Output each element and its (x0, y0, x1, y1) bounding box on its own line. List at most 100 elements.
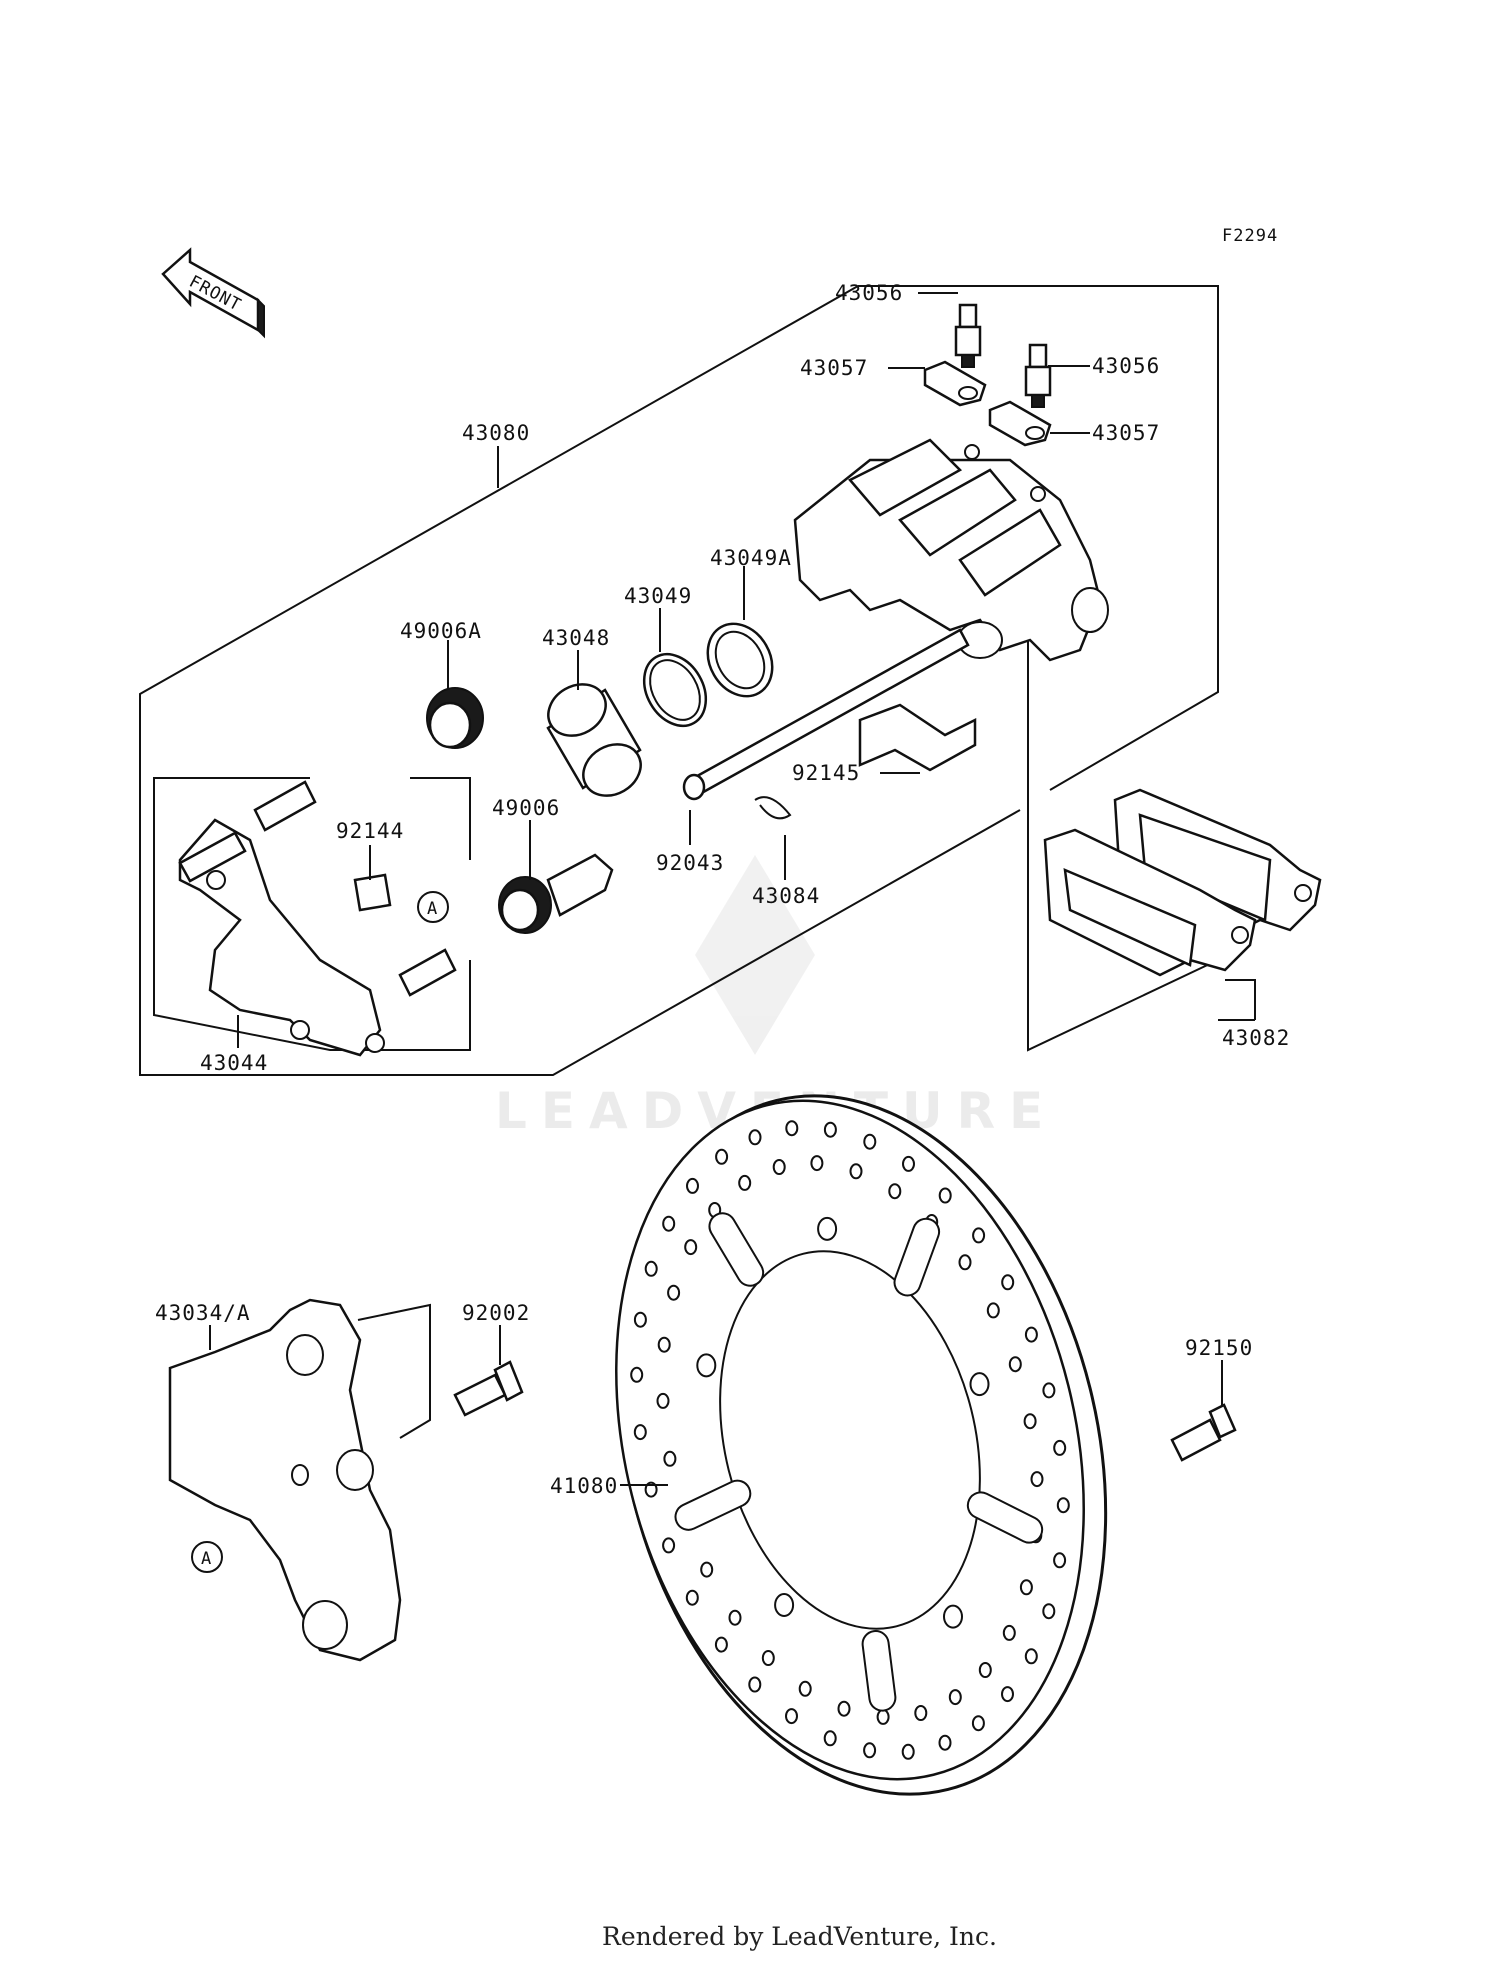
bleeder-cap-right (988, 400, 1052, 447)
disc-hole (715, 1148, 729, 1165)
disc-hole (785, 1708, 798, 1725)
disc-hole (938, 1734, 952, 1751)
brake-pads (1043, 788, 1322, 977)
disc-slot (708, 1212, 765, 1287)
callout-a-upper: A (417, 891, 449, 923)
disc-hole (748, 1129, 762, 1146)
label-41080: 41080 (550, 1474, 618, 1498)
disc-hole (948, 1689, 962, 1706)
mounting-bracket-boundary (357, 1303, 431, 1439)
disc-hole (1023, 1413, 1037, 1430)
disc-hole (1002, 1624, 1016, 1641)
disc-hole (657, 1336, 671, 1353)
disc-hole (914, 1705, 928, 1721)
label-43034-A: 43034/A (155, 1301, 251, 1325)
disc-hole (1024, 1326, 1038, 1343)
disc-hole (662, 1537, 676, 1554)
mounting-bracket (168, 1298, 402, 1662)
disc-hole (978, 1662, 992, 1678)
label-43082: 43082 (1222, 1026, 1290, 1050)
footer-credit: Rendered by LeadVenture, Inc. (602, 1922, 997, 1951)
label-43056-right: 43056 (1092, 354, 1160, 378)
label-43048: 43048 (542, 626, 610, 650)
disc-slots (674, 1212, 1044, 1712)
disc-hole (810, 1155, 824, 1172)
assembly-boundary-main (139, 285, 1021, 1076)
disc-hole (901, 1743, 915, 1760)
disc-hole (728, 1609, 742, 1626)
disc-hole (748, 1676, 762, 1693)
disc-hole (685, 1589, 699, 1606)
label-92144: 92144 (336, 819, 404, 843)
assembly-boundary-top (858, 285, 1219, 791)
label-43057-right: 43057 (1092, 421, 1160, 445)
watermark-logo-icon (695, 855, 815, 1055)
label-92150: 92150 (1185, 1336, 1253, 1360)
label-92002: 92002 (462, 1301, 530, 1325)
disc-hole (633, 1424, 647, 1441)
disc-hole (684, 1239, 698, 1256)
boot-49006A (426, 687, 484, 749)
disc-bolt-hole (774, 1593, 795, 1617)
disc-hole (1008, 1356, 1022, 1373)
callout-a-lower-text: A (201, 1549, 212, 1569)
disc-hole (1042, 1382, 1056, 1399)
disc-slot (861, 1630, 897, 1712)
pad-spring (858, 703, 977, 772)
disc-hole (662, 1215, 676, 1232)
bracket-clip (353, 873, 392, 912)
disc-hole (1053, 1552, 1067, 1569)
leader-lines (209, 292, 1256, 1486)
disc-hole (785, 1120, 799, 1137)
disc-hole (876, 1708, 890, 1725)
disc-hole (1053, 1439, 1067, 1456)
piston-seal-43049A (706, 622, 774, 698)
label-43044: 43044 (200, 1051, 268, 1075)
disc-hole (644, 1481, 658, 1498)
callout-a-lower: A (191, 1541, 223, 1573)
caliper-bracket (178, 780, 457, 1057)
disc-hole (902, 1155, 915, 1172)
disc-hole (1019, 1579, 1033, 1596)
disc-hole (772, 1159, 786, 1175)
label-43057-left: 43057 (800, 356, 868, 380)
disc-hole (958, 1254, 972, 1271)
label-92145: 92145 (792, 761, 860, 785)
disc-bolt-hole (969, 1372, 990, 1397)
disc-hole (738, 1174, 752, 1191)
disc-hole (667, 1284, 681, 1301)
bolt-92002 (453, 1360, 524, 1417)
disc-hole (644, 1260, 658, 1277)
disc-hole (986, 1302, 1000, 1319)
disc-hole (1056, 1497, 1070, 1514)
disc-slot (966, 1491, 1044, 1544)
front-arrow-icon: FRONT (161, 247, 265, 339)
label-43056-top: 43056 (835, 281, 903, 305)
bleeder-valve-right (1024, 343, 1052, 408)
disc-hole (1030, 1471, 1044, 1488)
disc-hole (700, 1561, 714, 1578)
disc-hole (888, 1183, 902, 1200)
disc-hole (1001, 1686, 1014, 1703)
pad-pin (682, 628, 970, 801)
disc-bolt-hole (696, 1353, 717, 1378)
disc-hole (938, 1187, 952, 1204)
disc-hole (1024, 1648, 1038, 1665)
brake-disc (615, 1094, 1108, 1796)
label-92043: 92043 (656, 851, 724, 875)
label-43080: 43080 (462, 421, 530, 445)
disc-hole (798, 1680, 812, 1697)
disc-hole (686, 1177, 699, 1194)
disc-hole (863, 1133, 877, 1150)
disc-hole (823, 1121, 837, 1138)
disc-hole (863, 1742, 877, 1759)
label-43084: 43084 (752, 884, 820, 908)
disc-slot (893, 1217, 941, 1297)
disc-hole (1001, 1274, 1015, 1291)
bracket-box (153, 777, 471, 1051)
figure-code: F2294 (1222, 226, 1278, 246)
disc-hole (630, 1366, 644, 1383)
caliper-body (793, 438, 1109, 662)
pad-boundary (1027, 640, 1219, 1052)
